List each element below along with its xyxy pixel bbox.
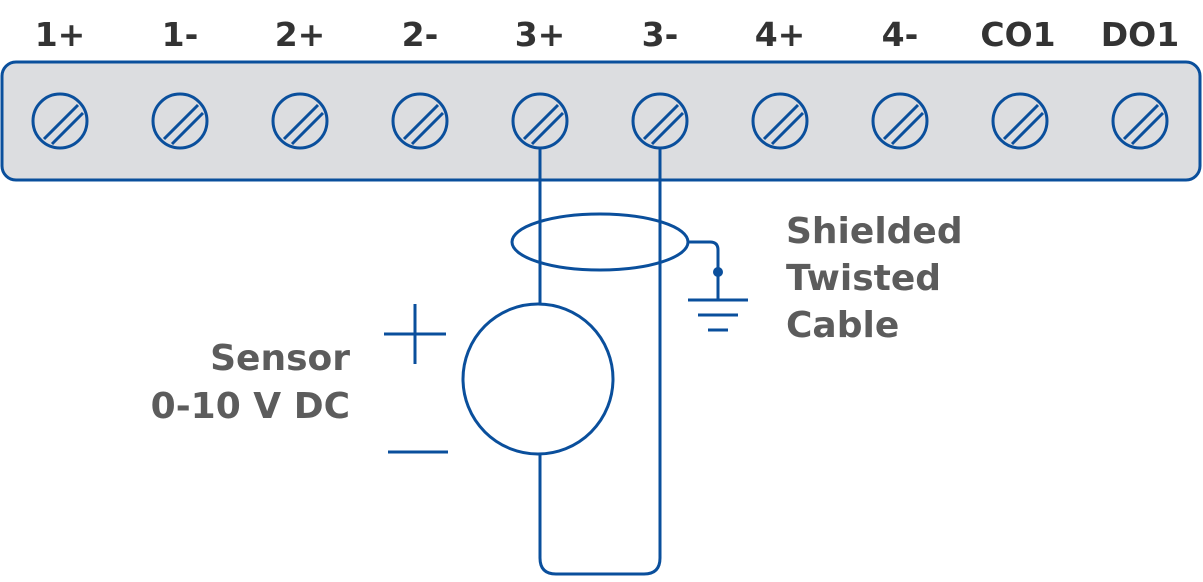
screw-icon[interactable] xyxy=(871,92,929,150)
terminal-label: 2+ xyxy=(275,15,326,54)
screw-icon[interactable] xyxy=(31,92,89,150)
sensor-label-line: Sensor xyxy=(210,338,350,379)
plus-symbol-icon xyxy=(384,304,446,364)
cable-shield-icon xyxy=(510,212,690,272)
screw-icon[interactable] xyxy=(391,92,449,150)
terminal-label: CO1 xyxy=(980,15,1055,54)
screw-icon[interactable] xyxy=(631,92,689,150)
terminal-label: 1+ xyxy=(35,15,86,54)
screw-icon[interactable] xyxy=(271,92,329,150)
screw-icon[interactable] xyxy=(151,92,209,150)
sensor-icon xyxy=(461,302,615,456)
terminal-label: 2- xyxy=(402,15,439,54)
terminal-label: 1- xyxy=(162,15,199,54)
wire-negative xyxy=(538,148,662,576)
terminal-label: 4- xyxy=(882,15,919,54)
cable-label-line: Shielded xyxy=(786,211,963,252)
screw-icon[interactable] xyxy=(991,92,1049,150)
screw-icon[interactable] xyxy=(751,92,809,150)
wires xyxy=(538,148,662,576)
terminal-label: 4+ xyxy=(755,15,806,54)
terminal-labels: 1+ 1- 2+ 2- 3+ 3- 4+ 4- CO1 DO1 xyxy=(35,15,1180,54)
terminal-label: 3+ xyxy=(515,15,566,54)
screw-icon[interactable] xyxy=(511,92,569,150)
sensor-label-line: 0-10 V DC xyxy=(151,386,350,427)
screw-icon[interactable] xyxy=(1111,92,1169,150)
cable-label-line: Cable xyxy=(786,305,899,346)
terminal-screws xyxy=(31,92,1169,150)
shield-drain-wire xyxy=(688,240,720,272)
cable-label: Shielded Twisted Cable xyxy=(786,211,963,346)
sensor-label: Sensor 0-10 V DC xyxy=(151,338,351,427)
terminal-label: DO1 xyxy=(1101,15,1179,54)
ground-icon xyxy=(688,272,748,332)
terminal-label: 3- xyxy=(642,15,679,54)
terminal-block-panel xyxy=(0,60,1202,182)
cable-label-line: Twisted xyxy=(786,258,941,299)
